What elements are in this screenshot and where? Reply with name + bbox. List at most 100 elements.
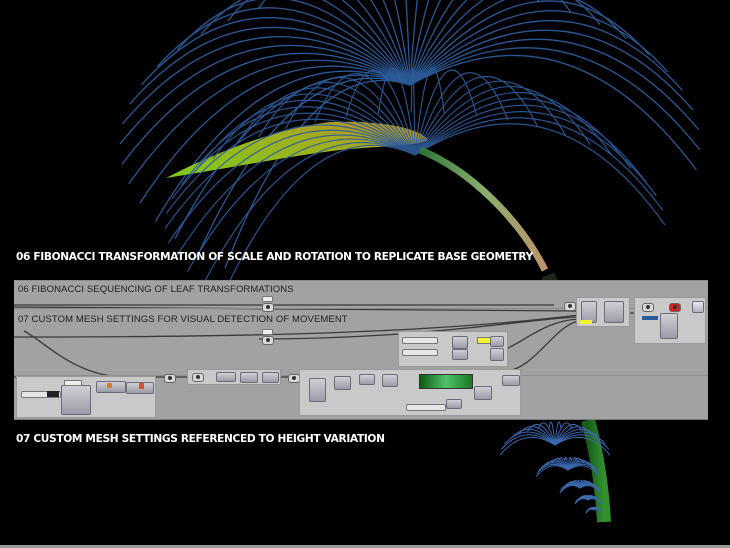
gradient-control[interactable] <box>419 374 473 389</box>
wireframe-curve <box>176 0 411 86</box>
yellow-panel[interactable] <box>477 337 491 344</box>
relay-node[interactable] <box>262 336 274 345</box>
wireframe-curve <box>500 434 556 450</box>
wireframe-curve <box>409 29 694 111</box>
wireframe-curve <box>554 423 583 446</box>
relay-node[interactable] <box>164 374 176 383</box>
preview-component[interactable] <box>692 301 704 313</box>
wireframe-curve <box>405 0 411 86</box>
wireframe-curve <box>164 124 416 229</box>
component-node[interactable] <box>502 375 520 386</box>
wireframe-curve <box>181 106 416 186</box>
wireframe-curve <box>128 59 411 185</box>
wireframe-curve <box>567 456 572 471</box>
component-node[interactable] <box>240 372 258 383</box>
wireframe-curve <box>414 111 657 196</box>
component-node[interactable] <box>660 313 678 339</box>
slider-value-box <box>47 391 59 397</box>
relay-node[interactable] <box>564 302 576 311</box>
wireframe-curve <box>409 0 430 86</box>
group-divider <box>14 308 708 309</box>
wireframe-curve <box>548 421 556 446</box>
wireframe-curve <box>517 426 556 446</box>
component-node[interactable] <box>452 349 468 360</box>
component-node[interactable] <box>490 348 504 361</box>
number-slider[interactable] <box>402 337 438 344</box>
wireframe-curve <box>414 117 664 211</box>
number-slider[interactable] <box>21 391 61 398</box>
wireframe-curve <box>537 422 556 446</box>
wireframe-curve <box>233 87 416 156</box>
wireframe-curve <box>587 497 602 505</box>
wire <box>14 314 580 338</box>
wireframe-curve <box>119 44 411 145</box>
wireframe-curve <box>579 484 601 494</box>
wireframe-curve <box>121 52 411 165</box>
mini-fans <box>499 421 611 514</box>
component-node[interactable] <box>452 336 468 349</box>
wireframe-curve <box>377 68 416 156</box>
relay-node[interactable] <box>642 303 654 312</box>
wireframe-curve <box>557 457 569 471</box>
wireframe-curve <box>409 47 701 151</box>
wireframe-curve <box>414 85 591 156</box>
wireframe-curve <box>499 436 556 456</box>
component-node[interactable] <box>334 376 351 390</box>
component-node[interactable] <box>490 336 504 347</box>
stem-curve <box>418 146 549 272</box>
component-node[interactable] <box>309 378 326 402</box>
wireframe-curve <box>527 423 556 446</box>
wireframe-curve <box>370 0 411 86</box>
wireframe-curve <box>174 74 411 239</box>
number-slider[interactable] <box>402 349 438 356</box>
wireframe-curve <box>414 123 666 226</box>
wireframe-curve <box>409 19 683 91</box>
wireframe-curve <box>414 104 647 182</box>
component-node[interactable] <box>604 301 624 323</box>
definition-canvas[interactable]: 06 FIBONACCI SEQUENCING OF LEAF TRANSFOR… <box>14 280 708 420</box>
relay-node[interactable] <box>192 373 204 382</box>
wire <box>503 320 580 372</box>
wireframe-fan-lower <box>164 67 666 297</box>
node-tag <box>64 380 82 386</box>
wireframe-curve <box>224 79 411 269</box>
wireframe-curve <box>414 75 539 156</box>
wireframe-curve <box>345 70 416 156</box>
leaf-surface <box>166 121 428 178</box>
component-node[interactable] <box>216 372 236 382</box>
wireframe-curve <box>257 0 411 86</box>
yellow-panel[interactable] <box>580 320 592 324</box>
wireframe-curve <box>171 112 416 200</box>
wireframe-curve <box>140 17 411 86</box>
wireframe-curve <box>394 0 411 86</box>
wireframe-curve <box>414 67 445 156</box>
number-slider[interactable] <box>406 404 446 411</box>
wireframe-curve <box>554 422 573 446</box>
wireframe-curve <box>409 38 700 131</box>
node-tag <box>262 329 273 335</box>
wireframe-curve <box>541 460 569 471</box>
relay-node[interactable] <box>262 303 274 312</box>
wireframe-curve <box>167 129 416 244</box>
component-node[interactable] <box>474 386 492 400</box>
wireframe-curve <box>409 0 418 86</box>
wireframe-curve <box>414 92 613 157</box>
component-node[interactable] <box>446 399 462 409</box>
wireframe-curve <box>285 76 416 156</box>
wireframe-curve <box>314 73 416 156</box>
group-label-06: 06 FIBONACCI SEQUENCING OF LEAF TRANSFOR… <box>18 284 294 295</box>
wireframe-curve <box>194 99 416 172</box>
component-node[interactable] <box>382 374 398 387</box>
relay-node-highlight[interactable] <box>669 303 681 312</box>
wireframe-fan-upper <box>119 0 701 269</box>
component-node[interactable] <box>359 374 375 385</box>
bottom-rule <box>0 545 730 548</box>
wire <box>23 330 125 378</box>
wireframe-curve <box>414 69 478 156</box>
wireframe-curve <box>382 0 411 86</box>
wireframe-curve <box>554 421 562 446</box>
component-node[interactable] <box>262 372 279 383</box>
wireframe-curve <box>186 138 416 272</box>
wireframe-curve <box>202 141 416 285</box>
component-node[interactable] <box>61 385 91 415</box>
